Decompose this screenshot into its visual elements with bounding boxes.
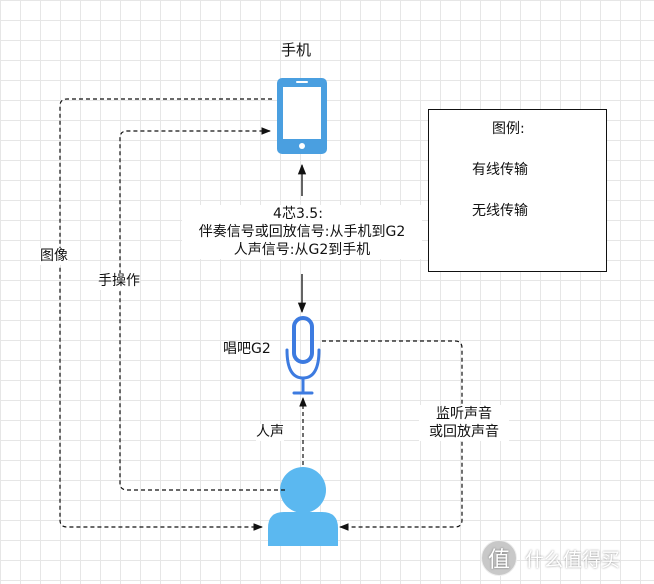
monitor-label-line-2: 或回放声音: [429, 424, 499, 440]
watermark-logo-icon: 值: [481, 540, 517, 576]
monitor-label-line-1: 监听声音: [436, 406, 492, 422]
watermark: 值 什么值得买: [481, 540, 620, 576]
legend-box: [428, 109, 607, 272]
hand-operation-edge-label: 手操作: [98, 273, 140, 290]
watermark-badge: 值: [487, 548, 510, 573]
image-edge: [59, 98, 272, 531]
legend-wired-label: 有线传输: [470, 162, 530, 179]
microphone-label: 唱吧G2: [223, 341, 271, 357]
wired-label-line-1: 4芯3.5:: [273, 206, 323, 222]
monitor-edge-label: 监听声音 或回放声音: [419, 405, 509, 441]
person-icon: [268, 467, 338, 546]
wired-edge-label: 4芯3.5: 伴奏信号或回放信号:从手机到G2 人声信号:从G2到手机: [182, 205, 422, 259]
voice-edge-label: 人声: [256, 424, 284, 441]
phone-label: 手机: [281, 41, 312, 59]
wired-label-line-3: 人声信号:从G2到手机: [233, 242, 371, 258]
phone-icon: [277, 78, 327, 154]
monitor-edge: [322, 340, 463, 531]
wired-label-line-2: 伴奏信号或回放信号:从手机到G2: [198, 224, 406, 240]
legend-title: 图例:: [492, 121, 525, 137]
watermark-text: 什么值得买: [525, 548, 621, 571]
legend-wireless-label: 无线传输: [470, 203, 530, 220]
microphone-icon: [285, 316, 321, 395]
image-edge-label: 图像: [40, 248, 68, 265]
